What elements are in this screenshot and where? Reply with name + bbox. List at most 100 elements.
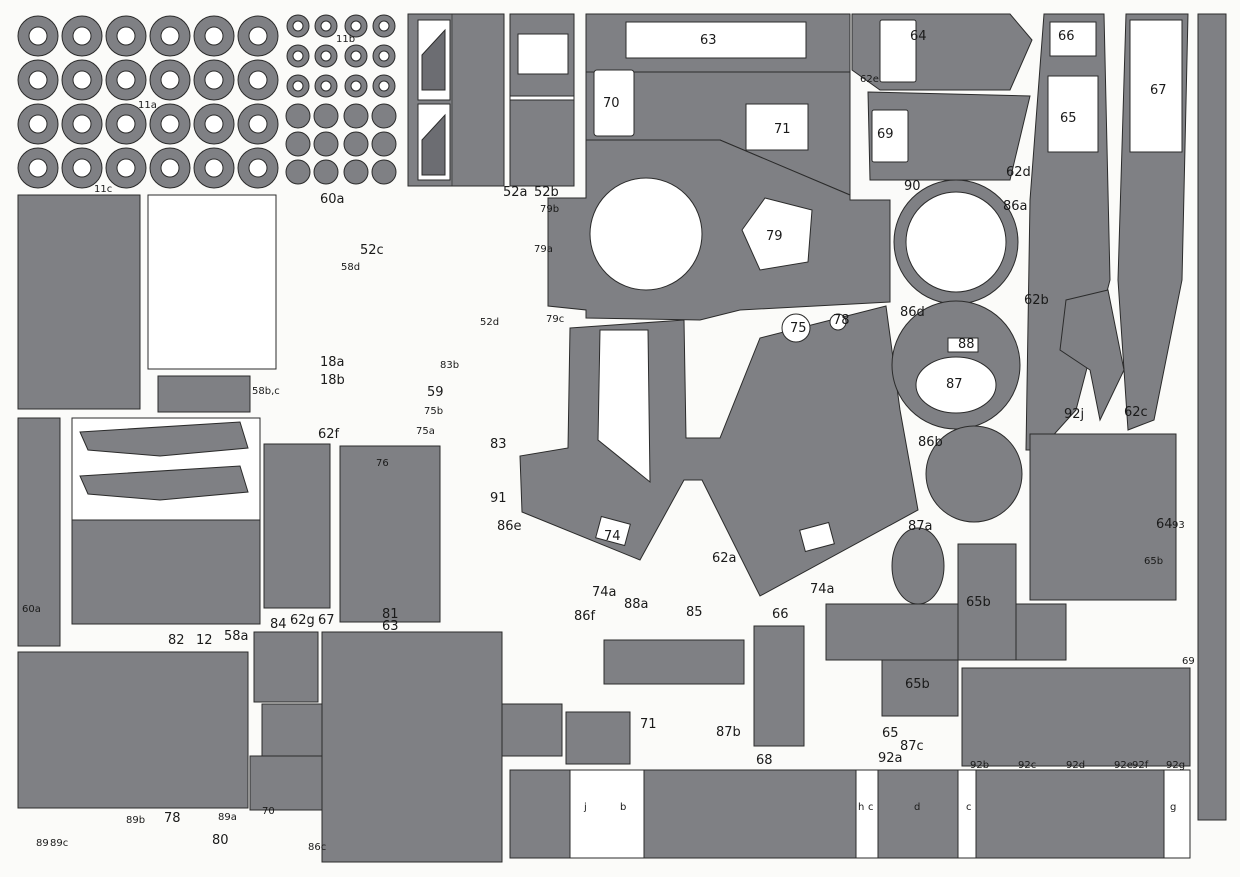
part-label-l89c: 89c <box>50 838 68 849</box>
part-label-l64b: 64 <box>1156 517 1173 532</box>
small-wheel-hub <box>320 20 332 32</box>
part-label-l83b: 83b <box>440 360 459 371</box>
part-label-l62f: 62f <box>318 427 340 442</box>
small-wheel <box>343 103 369 129</box>
road-wheel <box>105 147 147 189</box>
road-wheel <box>61 15 103 57</box>
part-label-l65d: 65b <box>905 677 930 692</box>
part-label-l89: 89 <box>36 838 49 849</box>
part-label-l58b: 58b,c <box>252 386 280 397</box>
part-label-l63: 63 <box>700 33 717 48</box>
part-label-l85: 85 <box>686 605 703 620</box>
road-wheel <box>149 147 191 189</box>
part-label-l59: 59 <box>427 385 444 400</box>
part-86a-86d-rings <box>891 179 1023 523</box>
road-wheel <box>149 59 191 101</box>
part-label-l69: 69 <box>877 127 894 142</box>
small-wheel <box>285 159 311 185</box>
part-label-l86c: 86c <box>308 842 326 853</box>
part-label-l74a: 74a <box>592 585 617 600</box>
part-label-l92c: 92c <box>1018 760 1036 771</box>
road-wheel <box>237 59 279 101</box>
part-label-l75a: 75a <box>416 426 435 437</box>
part-label-l92e: 92e <box>1114 760 1133 771</box>
road-wheel <box>105 59 147 101</box>
part-label-l92g: 92g <box>1166 760 1185 771</box>
small-wheel-hub <box>320 80 332 92</box>
part-label-l69b: 69 <box>1182 656 1195 667</box>
part-label-l11a: 11a <box>138 100 157 111</box>
part-label-l52c: 52c <box>360 243 384 258</box>
part-label-l78b: 78 <box>164 811 181 826</box>
part-label-sg: g <box>1170 802 1176 813</box>
part-label-sc2: c <box>966 802 972 813</box>
part-label-sd: d <box>914 802 920 813</box>
small-wheel <box>285 131 311 157</box>
small-wheel <box>343 131 369 157</box>
small-wheel-hub <box>378 20 390 32</box>
road-wheel <box>237 15 279 57</box>
part-label-l79: 79 <box>766 229 783 244</box>
small-wheel <box>313 131 339 157</box>
road-wheel <box>17 147 59 189</box>
part-label-sb: b <box>620 802 626 813</box>
part-label-l65b: 65b <box>966 595 991 610</box>
part-label-l63b: 63 <box>382 619 399 634</box>
part-11c-left-sheets <box>17 194 277 647</box>
part-64-69-sides <box>851 13 1033 181</box>
part-label-l62g: 62g <box>290 613 315 628</box>
part-62a-hull-main <box>519 139 919 597</box>
part-label-l58a: 58a <box>224 629 249 644</box>
part-label-l75b: 75b <box>424 406 443 417</box>
part-label-l67: 67 <box>1150 83 1167 98</box>
road-wheel <box>105 15 147 57</box>
small-wheel <box>343 159 369 185</box>
part-63-top-plate <box>585 13 851 196</box>
part-label-l78: 78 <box>833 313 850 328</box>
small-wheel-hub <box>292 80 304 92</box>
small-wheel <box>313 103 339 129</box>
part-label-sh: h <box>858 802 864 813</box>
part-label-l86f: 86f <box>574 609 596 624</box>
part-label-l92j: 92j <box>1064 407 1084 422</box>
part-label-l81: 81 <box>382 607 399 622</box>
road-wheel <box>17 103 59 145</box>
road-wheel <box>237 103 279 145</box>
part-label-l71a: 71 <box>640 717 657 732</box>
small-wheel-hub <box>350 50 362 62</box>
part-label-l62a: 62a <box>712 551 737 566</box>
part-label-l79c: 79c <box>546 314 564 325</box>
part-label-l79a: 79a <box>534 244 553 255</box>
part-52a-52b <box>407 13 575 187</box>
part-label-l92a: 92a <box>878 751 903 766</box>
part-label-l52a: 52a <box>503 185 528 200</box>
part-label-l62d: 62d <box>1006 165 1031 180</box>
part-label-l92f: 92f <box>1132 760 1149 771</box>
part-label-l62c: 62c <box>1124 405 1148 420</box>
part-label-l65e: 65 <box>882 726 899 741</box>
small-wheel-hub <box>320 50 332 62</box>
part-label-l67b: 67 <box>318 613 335 628</box>
road-wheel <box>61 103 103 145</box>
road-wheel <box>193 15 235 57</box>
part-65-67-side-panels <box>1025 13 1189 451</box>
part-label-l86b: 86b <box>918 435 943 450</box>
part-label-l86a: 86a <box>1003 199 1028 214</box>
part-label-l87a: 87a <box>908 519 933 534</box>
part-label-l65: 65 <box>1060 111 1077 126</box>
part-label-l91: 91 <box>490 491 507 506</box>
small-wheel <box>313 159 339 185</box>
part-label-l68: 68 <box>756 753 773 768</box>
part-label-l90: 90 <box>904 179 921 194</box>
part-58a-lower-left <box>17 417 261 809</box>
small-wheel-hub <box>292 20 304 32</box>
part-label-l52b: 52b <box>534 185 559 200</box>
part-label-l92d: 92d <box>1066 760 1085 771</box>
road-wheel <box>149 15 191 57</box>
part-63-lower-plate <box>261 631 563 863</box>
part-label-l93: 93 <box>1172 520 1185 531</box>
part-label-l86e: 86e <box>497 519 522 534</box>
